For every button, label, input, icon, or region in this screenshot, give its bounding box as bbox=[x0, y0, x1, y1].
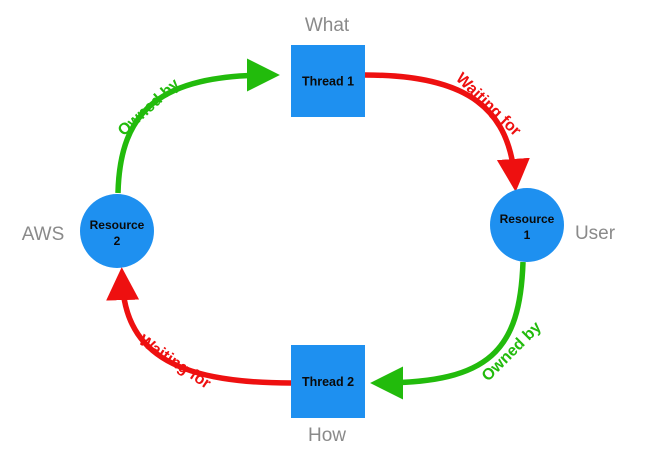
resource-1-node: Resource 1 bbox=[490, 188, 564, 262]
label-user: User bbox=[575, 223, 616, 244]
edge-owned-by-top bbox=[115, 58, 280, 194]
edge-waiting-for-top bbox=[364, 72, 530, 192]
edge-waiting-for-bottom bbox=[106, 267, 292, 386]
resource-2-label-line1: Resource bbox=[90, 218, 145, 232]
edge-label-waiting-for-top: Waiting for bbox=[452, 70, 523, 140]
resource-2-node: Resource 2 bbox=[80, 194, 154, 268]
thread-1-node: Thread 1 bbox=[291, 45, 365, 117]
thread-2-node: Thread 2 bbox=[291, 345, 365, 418]
label-what: What bbox=[305, 15, 350, 36]
edge-label-waiting-for-bottom: Waiting for bbox=[135, 332, 213, 392]
resource-1-label-line1: Resource bbox=[500, 212, 555, 226]
label-how: How bbox=[308, 425, 346, 446]
label-aws: AWS bbox=[22, 224, 65, 245]
thread-2-label: Thread 2 bbox=[302, 375, 354, 389]
thread-1-label: Thread 1 bbox=[302, 75, 354, 89]
resource-1-label-line2: 1 bbox=[524, 228, 531, 242]
edge-owned-by-bottom bbox=[370, 261, 526, 400]
resource-2-label-line2: 2 bbox=[114, 234, 121, 248]
edge-label-owned-by-top: Owned by bbox=[115, 76, 183, 140]
